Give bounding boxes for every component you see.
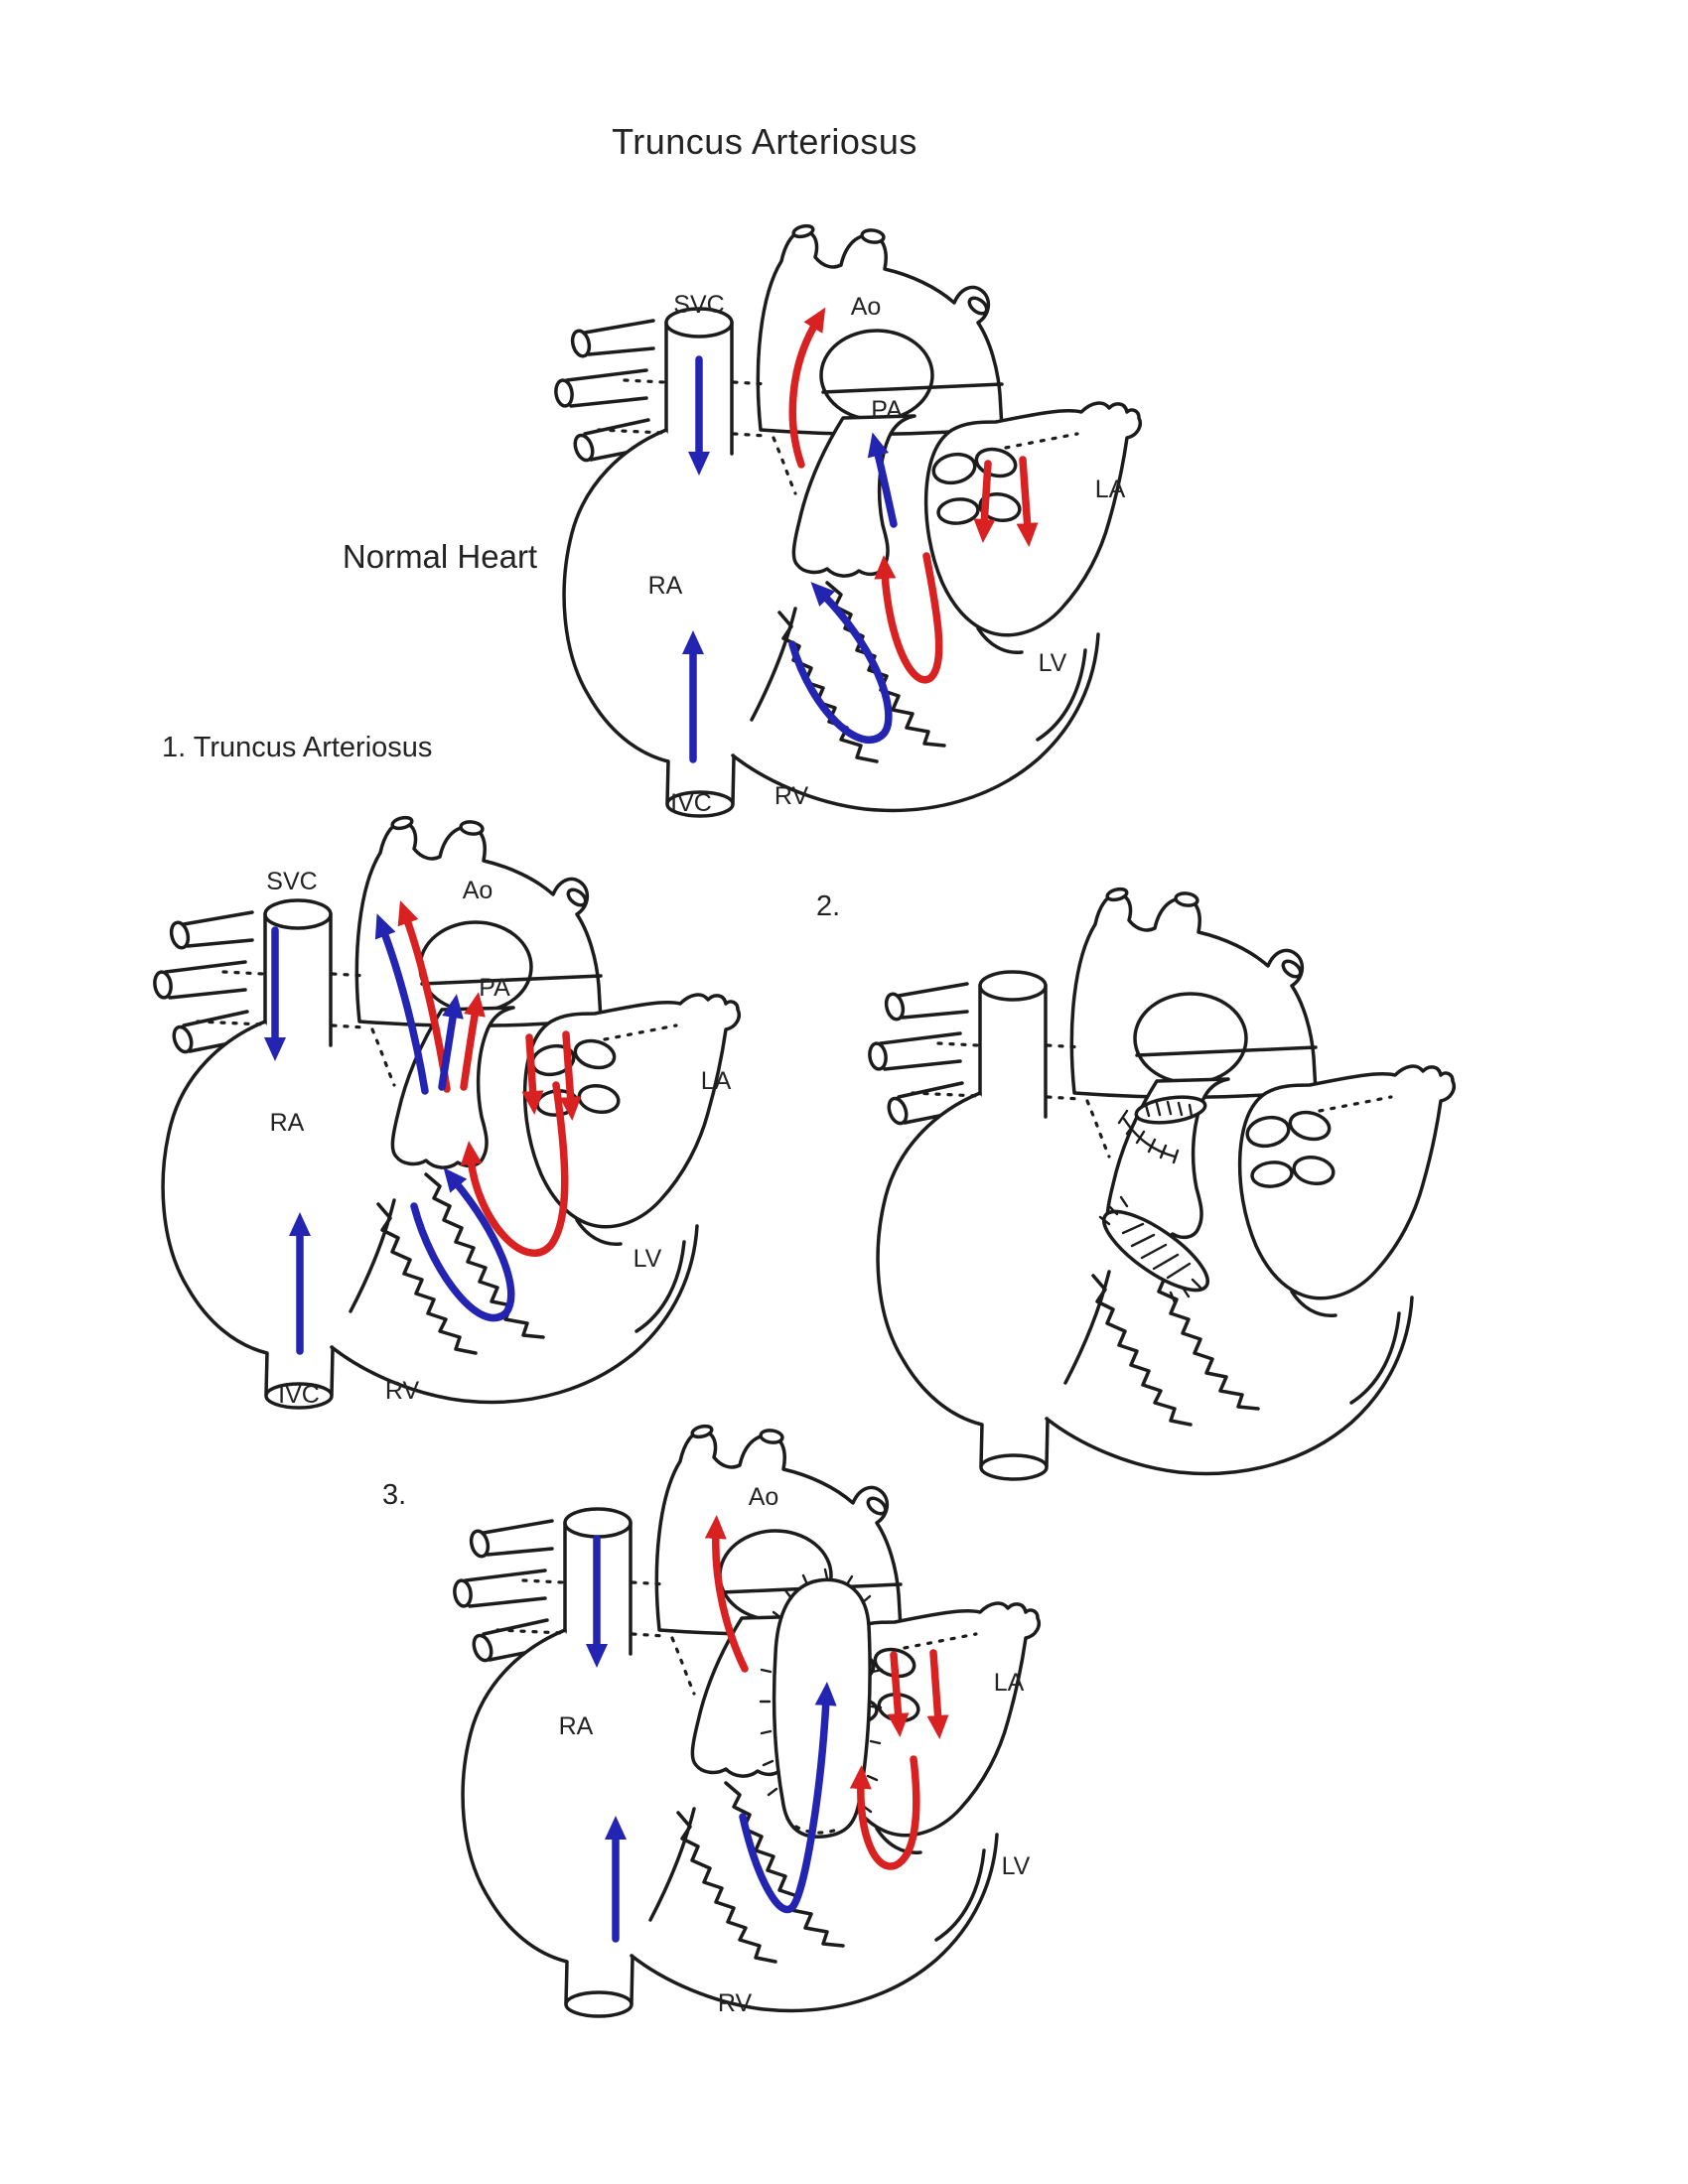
trunk-mixed-flow-arrow-blue <box>374 913 429 1095</box>
aorta-flow-arrow <box>704 1515 749 1673</box>
ao-label: Ao <box>463 877 493 904</box>
rv-flow-arrow <box>788 582 893 744</box>
la-label: LA <box>701 1067 732 1095</box>
aorta-flow-arrow <box>788 307 826 469</box>
labels-step3: Ao RA LA LV RV <box>559 1483 1031 2017</box>
svc-label: SVC <box>266 868 317 895</box>
pulmonary-vein-flow-arrow <box>926 1649 949 1739</box>
trunk-suture-line <box>1122 1117 1177 1159</box>
pulmonary-vein-flow-arrow <box>1016 456 1039 547</box>
pa-mixed-flow-arrow-red <box>460 992 486 1091</box>
la-label: LA <box>994 1669 1025 1697</box>
pulmonary-vein-flow-arrow <box>887 1651 910 1737</box>
caption-normal-heart: Normal Heart <box>343 538 537 575</box>
pa-label: PA <box>479 974 510 1002</box>
heart-outline-step3 <box>451 1422 1042 2018</box>
normal-heart-diagram: SVC Ao PA LA RA LV IVC RV <box>552 221 1143 818</box>
rv-label: RV <box>718 1989 753 2017</box>
ivc-label: IVC <box>670 789 712 817</box>
blood-flow-arrows-normal <box>682 307 1039 763</box>
caption-step3: 3. <box>382 1479 406 1511</box>
pa-label: PA <box>871 396 903 424</box>
ra-label: RA <box>648 572 683 600</box>
lv-label: LV <box>633 1245 662 1273</box>
svc-label: SVC <box>673 291 724 319</box>
pulmonary-vein-flow-arrow <box>521 1033 544 1115</box>
surgical-sutures-step2 <box>1098 1095 1209 1304</box>
ao-label: Ao <box>851 293 882 321</box>
heart-outline-step2 <box>866 885 1457 1481</box>
pulmonary-vein-flow-arrow <box>559 1030 582 1121</box>
caption-step1: 1. Truncus Arteriosus <box>162 732 432 763</box>
pa-mixed-flow-arrow-blue <box>438 994 464 1091</box>
lv-label: LV <box>1002 1852 1031 1880</box>
lv-flow-arrow <box>874 552 943 684</box>
truncus-arteriosus-diagram: SVC Ao PA LA RA LV IVC RV <box>151 813 742 1410</box>
caption-step2: 2. <box>816 890 840 922</box>
rv-label: RV <box>385 1377 420 1405</box>
rv-label: RV <box>774 782 809 810</box>
rv-flow-arrow <box>410 1167 515 1322</box>
lv-flow-arrow <box>849 1755 920 1870</box>
rv-conduit-flow-arrow <box>739 1682 837 1914</box>
heart-outline-step1 <box>151 813 742 1410</box>
page-title: Truncus Arteriosus <box>612 121 917 162</box>
blood-flow-arrows-step3 <box>586 1515 949 1943</box>
ao-label: Ao <box>749 1483 779 1511</box>
blood-flow-arrows-step1 <box>264 900 582 1355</box>
labels-step1: SVC Ao PA LA RA LV IVC RV <box>266 868 731 1409</box>
ivc-label: IVC <box>278 1381 320 1409</box>
repair-step3-diagram: Ao RA LA LV RV <box>451 1422 1042 2018</box>
labels-normal: SVC Ao PA LA RA LV IVC RV <box>648 291 1126 817</box>
ra-label: RA <box>270 1109 305 1137</box>
pa-flow-arrow <box>867 432 898 528</box>
la-label: LA <box>1095 476 1126 503</box>
pulmonary-vein-flow-arrow <box>973 460 996 543</box>
repair-step2-diagram <box>866 885 1457 1481</box>
lv-label: LV <box>1039 649 1067 677</box>
lv-flow-arrow <box>460 1081 569 1257</box>
ra-label: RA <box>559 1712 594 1740</box>
